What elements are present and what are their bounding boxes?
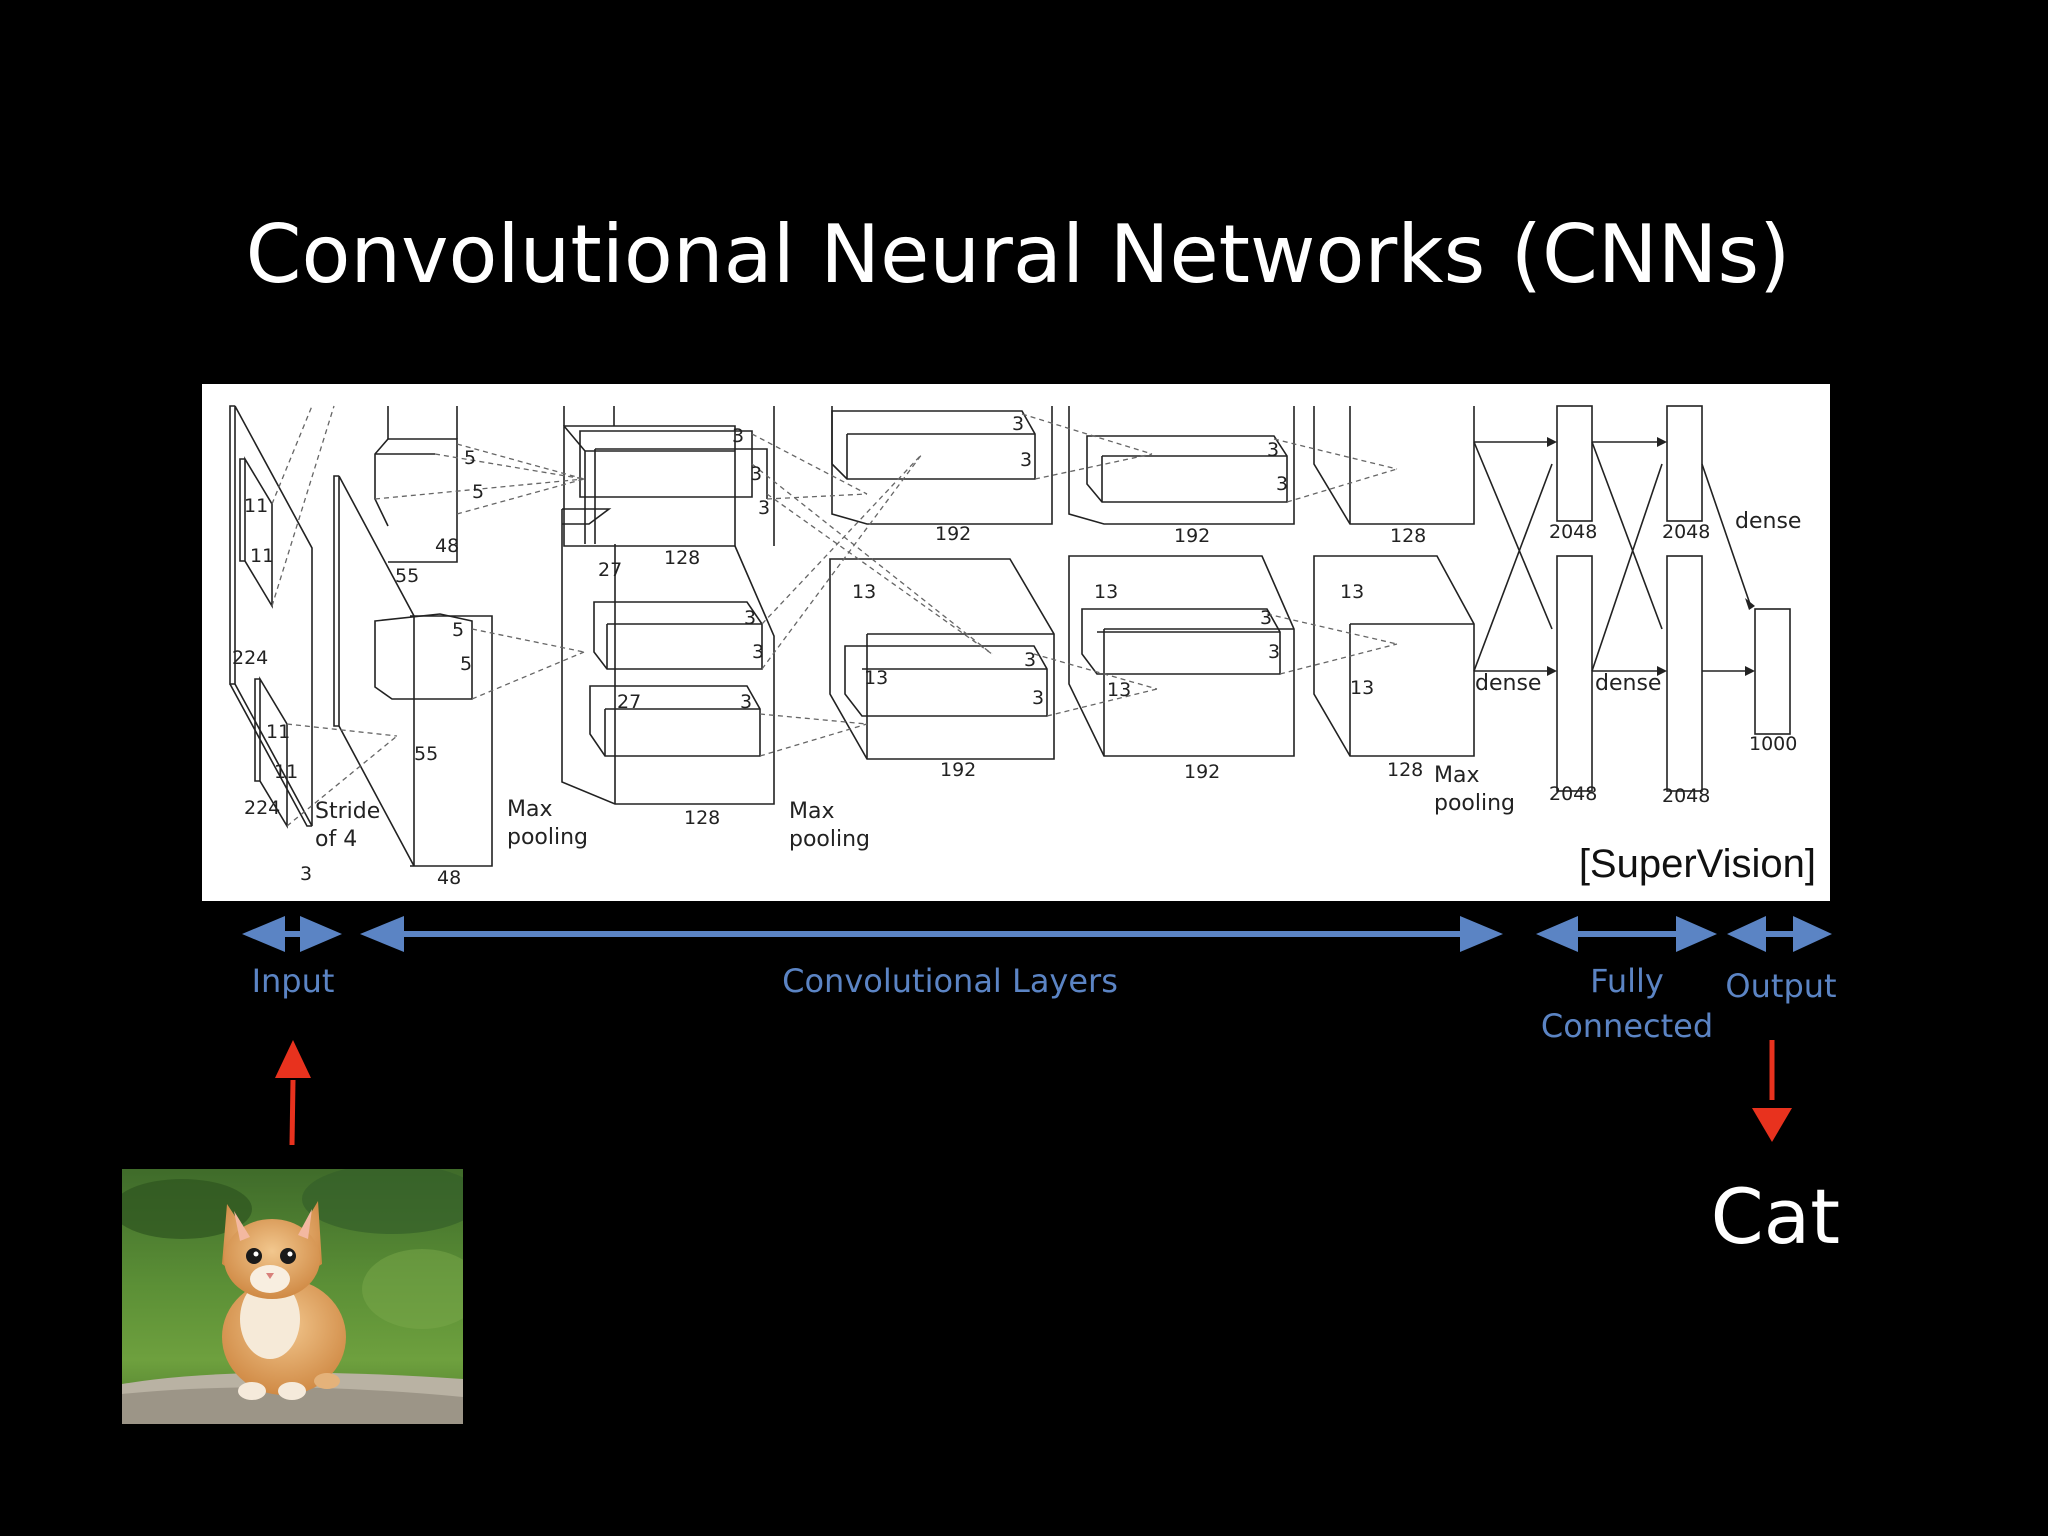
section-label-conv: Convolutional Layers [782,962,1118,1000]
label-27a: 27 [598,559,622,581]
label-3l: 3 [1276,473,1288,495]
label-5a: 5 [464,447,476,469]
label-3e: 3 [752,641,764,663]
label-2048a: 2048 [1549,521,1597,543]
label-48b: 48 [437,867,461,889]
input-arrow-left-head [242,916,285,952]
input-red-arrow-shaft [289,1079,296,1146]
section-label-fc-line2: Connected [1540,1007,1714,1045]
label-5b: 5 [472,481,484,503]
output-arrow-left-head [1727,916,1766,952]
label-2048d: 2048 [1662,785,1710,807]
label-11a: 11 [244,495,268,517]
conv-arrow-left-head [360,916,404,952]
label-128c: 128 [1390,525,1426,547]
alexnet-diagram-svg: 11 11 224 11 11 224 3 Stride of 4 55 55 … [229,405,1801,889]
label-1000: 1000 [1749,733,1797,755]
label-stride: Stride [315,799,380,824]
label-maxpool3a: Max [1434,763,1479,788]
label-3j: 3 [1032,687,1044,709]
label-3g: 3 [1012,413,1024,435]
slide-title: Convolutional Neural Networks (CNNs) [245,208,1791,301]
label-3c: 3 [758,497,770,519]
label-3n: 3 [1268,641,1280,663]
label-maxpool2a: Max [789,799,834,824]
label-13a: 13 [852,581,876,603]
label-3: 3 [300,863,312,885]
label-3d: 3 [744,607,756,629]
label-11c: 11 [266,721,290,743]
cnn-architecture-diagram: 11 11 224 11 11 224 3 Stride of 4 55 55 … [202,384,1830,901]
label-13b: 13 [864,667,888,689]
label-maxpool1a: Max [507,797,552,822]
label-192b: 192 [940,759,976,781]
label-3m: 3 [1260,607,1272,629]
conv-arrow-right-head [1460,916,1503,952]
prediction-label: Cat [1710,1172,1840,1261]
label-128b: 128 [684,807,720,829]
kitten-photo-svg [122,1169,463,1424]
label-11b: 11 [250,545,274,567]
label-maxpool2b: pooling [789,827,870,852]
label-3f: 3 [740,691,752,713]
label-3b: 3 [750,463,762,485]
output-arrow-right-head [1793,916,1832,952]
label-13e: 13 [1340,581,1364,603]
label-5d: 5 [460,653,472,675]
label-5c: 5 [452,619,464,641]
label-2048b: 2048 [1662,521,1710,543]
label-192a: 192 [935,523,971,545]
label-48a: 48 [435,535,459,557]
label-dense3: dense [1735,509,1801,534]
label-2048c: 2048 [1549,783,1597,805]
label-192c: 192 [1174,525,1210,547]
label-224a: 224 [232,647,268,669]
section-label-input: Input [251,962,335,1000]
label-dense2: dense [1595,671,1661,696]
label-3a: 3 [732,425,744,447]
fc-arrow-left-head [1536,916,1578,952]
label-3i: 3 [1024,649,1036,671]
label-128a: 128 [664,547,700,569]
label-55a: 55 [395,565,419,587]
label-maxpool1b: pooling [507,825,588,850]
kitten-photo [122,1169,463,1424]
label-3h: 3 [1020,449,1032,471]
section-label-fc-line1: Fully [1590,962,1664,1000]
down-arrow-icon [1752,1108,1792,1142]
label-224b: 224 [244,797,280,819]
label-11d: 11 [274,761,298,783]
label-of4: of 4 [315,827,357,852]
section-label-output: Output [1725,967,1837,1005]
label-13c: 13 [1094,581,1118,603]
supervision-credit: [SuperVision] [1578,842,1816,886]
label-27b: 27 [617,691,641,713]
fc-arrow-right-head [1676,916,1717,952]
up-arrow-icon [275,1040,311,1078]
label-55b: 55 [414,743,438,765]
label-192d: 192 [1184,761,1220,783]
label-128d: 128 [1387,759,1423,781]
label-dense1: dense [1475,671,1541,696]
label-13f: 13 [1350,677,1374,699]
label-3k: 3 [1267,439,1279,461]
input-arrow-right-head [300,916,342,952]
label-13d: 13 [1107,679,1131,701]
label-maxpool3b: pooling [1434,791,1515,816]
